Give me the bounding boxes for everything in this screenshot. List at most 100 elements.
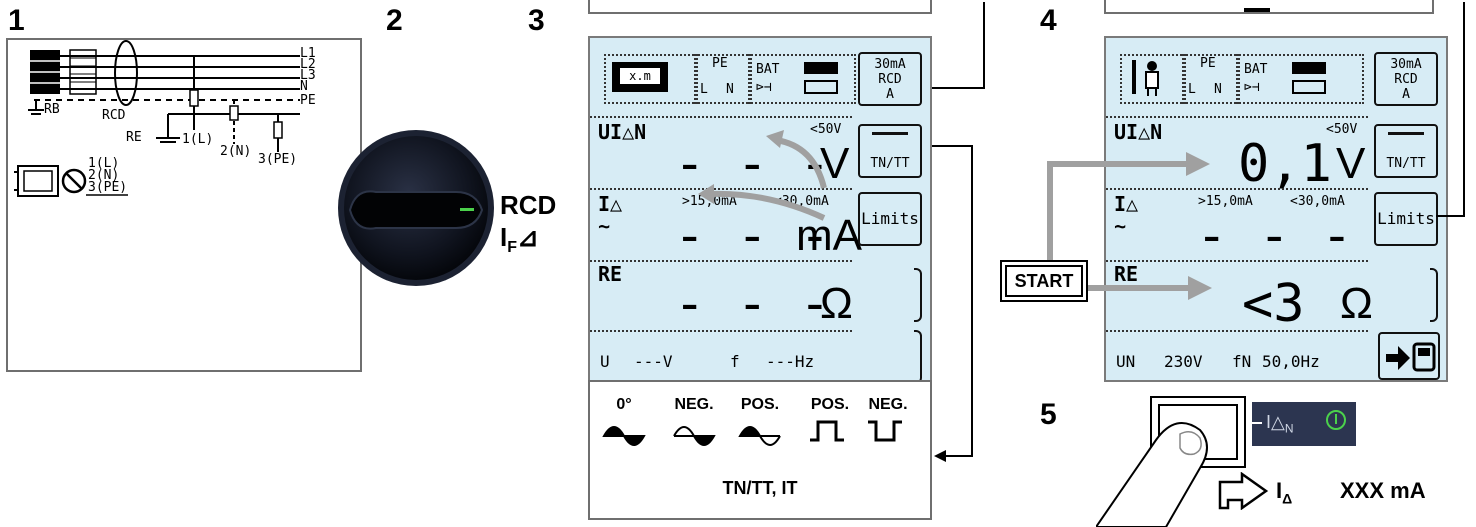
top-cut-panel-right xyxy=(1104,0,1434,14)
bat-label: BAT xyxy=(756,62,780,77)
rcd-button-line3: A xyxy=(886,87,894,102)
separator xyxy=(590,116,852,118)
battery-empty-icon-2 xyxy=(1292,80,1326,94)
meter-icon-text: x.m xyxy=(620,68,660,84)
waveform-icon xyxy=(872,132,908,135)
rotary-dial[interactable] xyxy=(336,128,496,288)
re-unit-2: Ω xyxy=(1340,279,1373,328)
rcd-button-line2: RCD xyxy=(878,72,902,87)
separator xyxy=(1106,188,1368,190)
n-label-2: N xyxy=(1214,82,1222,97)
step-number-3: 3 xyxy=(528,4,545,37)
meter-icon: x.m xyxy=(612,62,668,92)
result-sub: Δ xyxy=(1282,490,1293,507)
separator xyxy=(590,188,852,190)
pulse-pos-icon xyxy=(810,420,844,442)
rcd-30ma-button[interactable]: 30mA RCD A xyxy=(858,52,922,106)
device-icon-frame: x.m xyxy=(604,54,698,104)
line-labels: L1 L2 L3 N PE xyxy=(300,46,316,107)
tag-sub: N xyxy=(1284,421,1294,436)
i-label: I△ xyxy=(598,192,623,216)
un-label: UN xyxy=(1116,352,1136,371)
power-led-icon xyxy=(1326,410,1346,430)
diode-icon-2: ⊳⊣ xyxy=(1244,80,1260,95)
battery-icon xyxy=(804,62,838,74)
rcd-button2-line1: 30mA xyxy=(1390,57,1422,72)
l-label-2: L xyxy=(1188,82,1196,97)
wave-label-4: NEG. xyxy=(868,396,908,413)
waveforms-svg xyxy=(602,420,902,446)
re-label-2: RE xyxy=(1114,262,1139,286)
step-number-5: 5 xyxy=(1040,398,1057,431)
empty-softkey-3 xyxy=(1430,268,1438,322)
dial-function-sub: F xyxy=(507,239,518,257)
line-label-l3: L3 xyxy=(300,68,316,83)
pulse-neg-icon xyxy=(868,420,902,442)
separator xyxy=(1106,260,1368,262)
probe1-label: 1(L) xyxy=(182,132,214,147)
start-button[interactable]: START xyxy=(1000,260,1088,302)
save-button[interactable] xyxy=(1378,332,1440,380)
waveform-caption: TN/TT, IT xyxy=(722,478,798,498)
start-arrows-svg xyxy=(1047,152,1212,300)
tntt-button-2[interactable]: TN/TT xyxy=(1374,124,1438,178)
result-arrow-icon xyxy=(1218,472,1269,510)
tntt-label: TN/TT xyxy=(870,156,910,171)
tntt-button[interactable]: TN/TT xyxy=(858,124,922,178)
rcd-30ma-button-2[interactable]: 30mA RCD A xyxy=(1374,52,1438,106)
separator xyxy=(1106,116,1368,118)
limits-button-2[interactable]: Limits xyxy=(1374,192,1438,246)
i-label-2: I△ xyxy=(1114,192,1139,216)
separator xyxy=(1106,330,1368,332)
bottom-u-value: ---V xyxy=(634,352,673,371)
rcd-button-line1: 30mA xyxy=(874,57,906,72)
circuit-diagram-svg xyxy=(14,40,300,197)
empty-softkey xyxy=(914,268,922,322)
waveform-panel: 0° NEG. POS. POS. NEG. TN/TT, IT xyxy=(588,380,932,520)
u-limit: <50V xyxy=(810,122,842,137)
tag-main: I△ xyxy=(1266,412,1285,432)
person-touch-icon xyxy=(1132,60,1159,96)
pe-connection-frame-2: PE L N xyxy=(1182,54,1240,104)
u-limit-2: <50V xyxy=(1326,122,1358,137)
l-label: L xyxy=(700,82,708,97)
lcd-display-step3: x.m PE L N BAT ⊳⊣ 30mA RCD A UI△N <50V -… xyxy=(588,36,932,416)
rcd-button2-line2: RCD xyxy=(1394,72,1418,87)
pe-label-2: PE xyxy=(1200,56,1216,71)
pe-connection-frame: PE L N xyxy=(694,54,752,104)
battery-frame-2: BAT ⊳⊣ xyxy=(1236,54,1364,104)
circuit-diagram-panel: L1 L2 L3 N PE RB RCD RE 1(L) 2(N) 3(PE) … xyxy=(6,38,362,372)
bat-label-2: BAT xyxy=(1244,62,1268,77)
probe2-label: 2(N) xyxy=(220,144,252,159)
bottom-u-label: U xyxy=(600,352,610,371)
tilde-icon: ∼ xyxy=(598,214,611,238)
limits-connector-svg xyxy=(1436,2,1465,217)
result-current-label: IΔ xyxy=(1276,478,1292,506)
line-label-l1: L1 xyxy=(300,46,316,61)
step-number-4: 4 xyxy=(1040,4,1057,37)
wave-label-3: POS. xyxy=(810,396,850,413)
pe-label: PE xyxy=(712,56,728,71)
step-number-1: 1 xyxy=(8,4,25,37)
save-arrow-icon xyxy=(1386,342,1436,372)
person-icon-frame xyxy=(1120,54,1186,104)
re-label: RE xyxy=(126,130,142,145)
diode-icon: ⊳⊣ xyxy=(756,80,772,95)
lcd-display-step4: PE L N BAT ⊳⊣ 30mA RCD A UI△N <50V 0,1 V… xyxy=(1104,36,1448,382)
legend-label-1: 1(L) xyxy=(88,156,120,171)
rcd-button2-line3: A xyxy=(1402,87,1410,102)
wave-pos-half-icon xyxy=(738,426,762,437)
i-value: - - - xyxy=(674,206,831,266)
limits-button[interactable]: Limits xyxy=(858,192,922,246)
re-value: - - - xyxy=(674,274,831,334)
tntt-connector-svg xyxy=(932,145,973,462)
power-led-bar xyxy=(1335,414,1337,424)
line-label-l2: L2 xyxy=(300,57,316,72)
u-value: - - - xyxy=(674,134,831,194)
tag-text: I△N xyxy=(1266,412,1294,436)
dial-function-i: I xyxy=(500,222,508,252)
i-delta-n-tag: I△N xyxy=(1252,402,1356,446)
legend-label-3: 3(PE) xyxy=(88,180,128,195)
dial-indicator-led xyxy=(460,208,474,211)
separator xyxy=(590,330,852,332)
